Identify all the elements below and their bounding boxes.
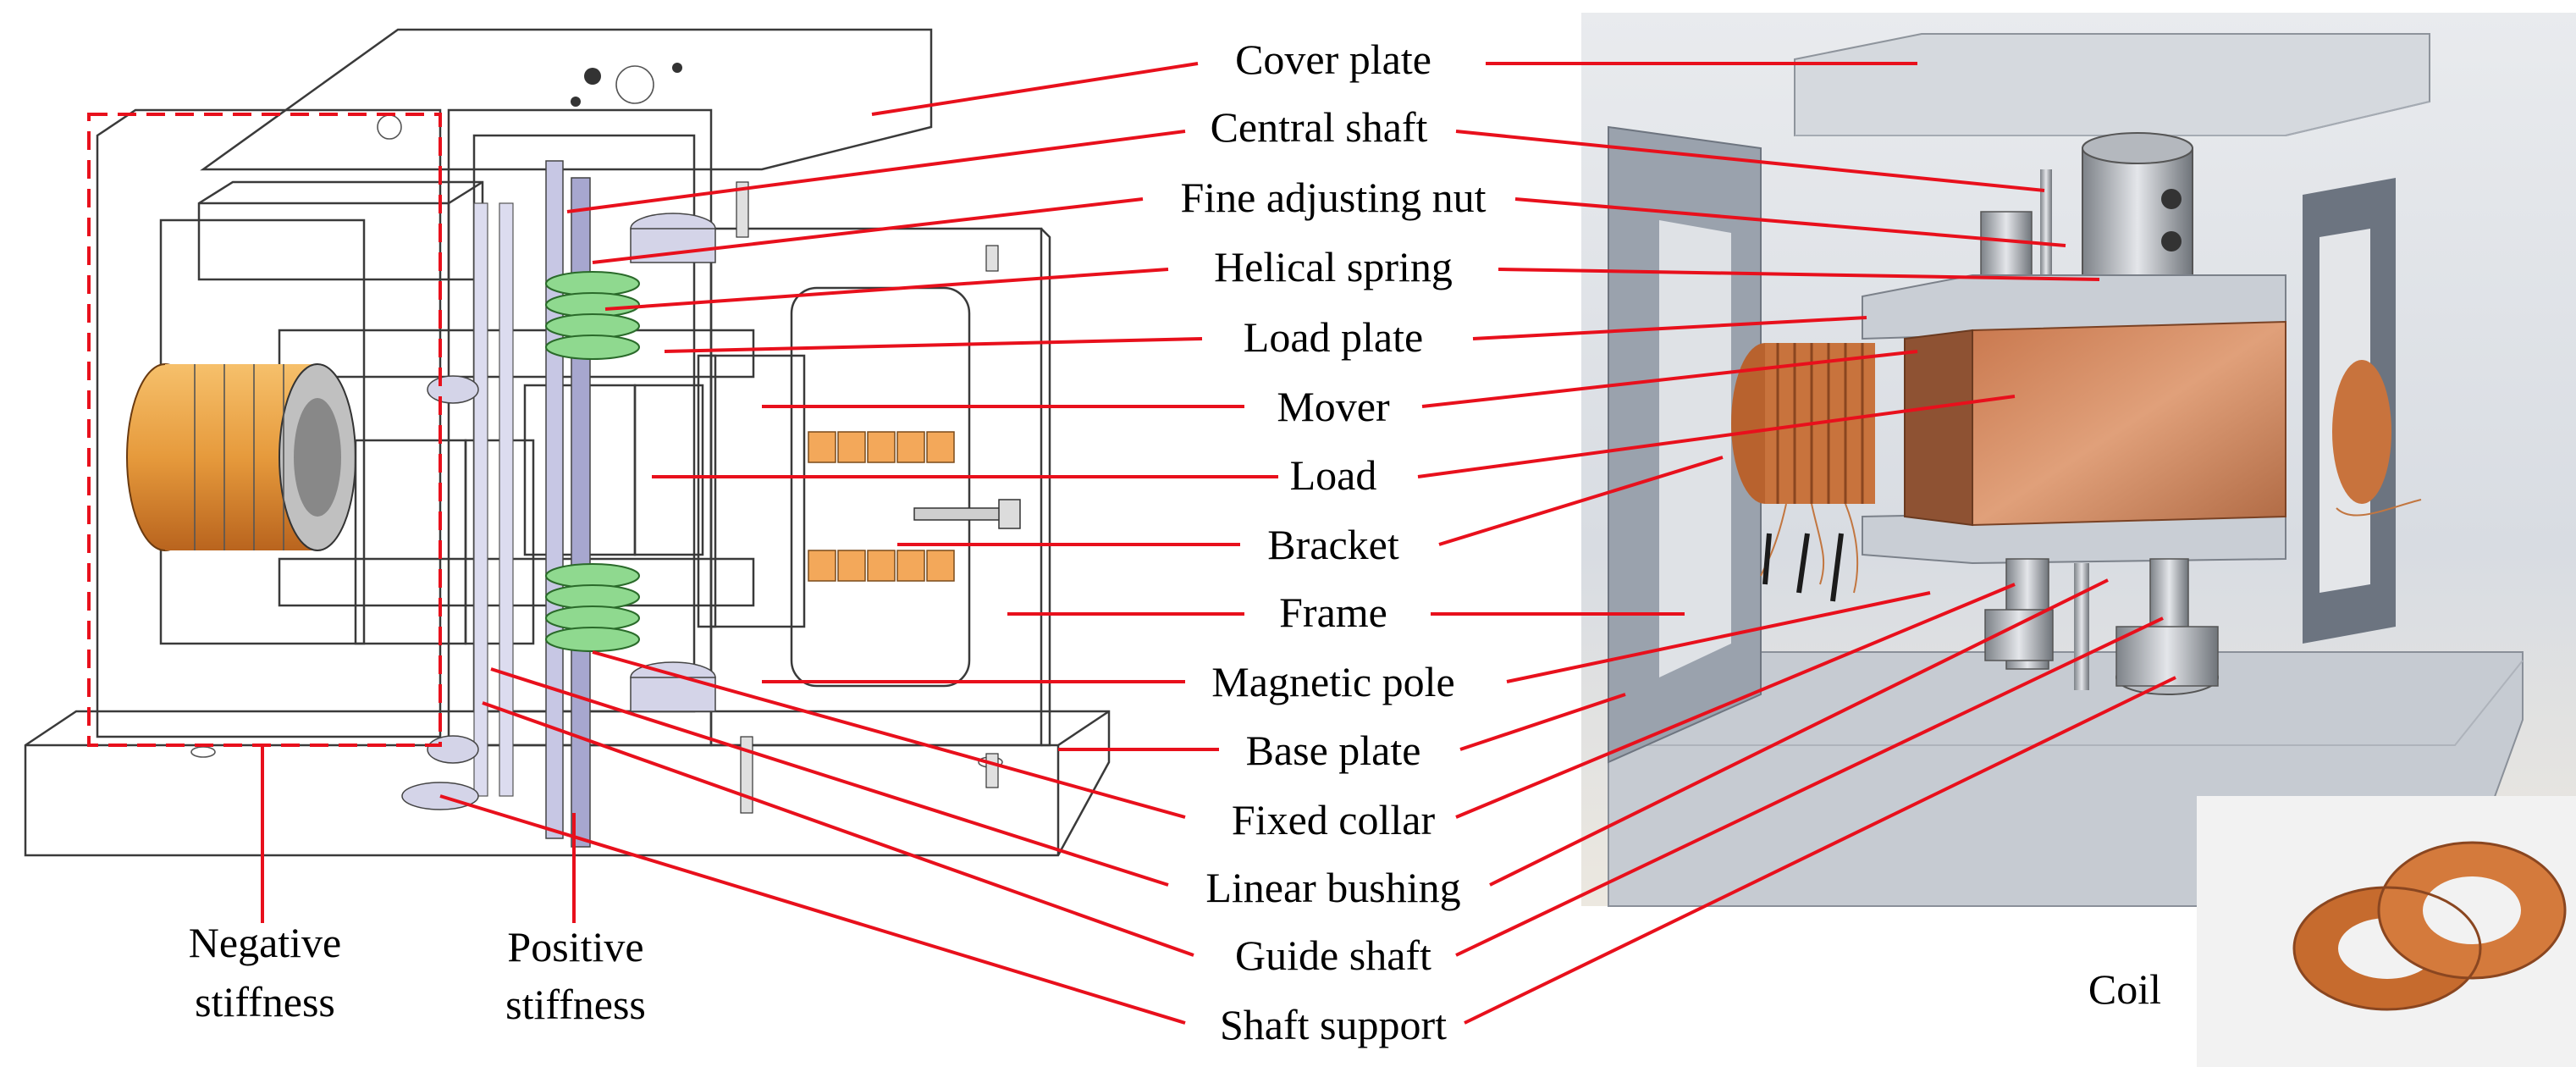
callout-labels: Cover plate Central shaft Fine adjusting… [1180, 36, 1486, 1048]
label-fine-adjusting-nut: Fine adjusting nut [1180, 174, 1486, 221]
negative-stiffness-line2: stiffness [195, 978, 335, 1026]
label-guide-shaft: Guide shaft [1235, 932, 1431, 979]
leader-lines [261, 62, 2176, 1025]
negative-stiffness-box [87, 113, 442, 747]
label-helical-spring: Helical spring [1214, 243, 1453, 290]
label-load: Load [1290, 451, 1377, 499]
label-frame: Frame [1279, 589, 1387, 636]
label-magnetic-pole: Magnetic pole [1211, 658, 1454, 705]
label-load-plate: Load plate [1244, 313, 1423, 361]
label-bracket: Bracket [1267, 521, 1399, 568]
label-cover-plate: Cover plate [1235, 36, 1431, 83]
positive-stiffness-line2: stiffness [505, 981, 646, 1028]
label-fixed-collar: Fixed collar [1232, 796, 1436, 843]
positive-stiffness-line1: Positive [507, 923, 643, 970]
stiffness-captions: Negative stiffness Positive stiffness [189, 919, 646, 1028]
magnet-row-drawing [808, 431, 955, 582]
negative-stiffness-line1: Negative [189, 919, 341, 966]
label-linear-bushing: Linear bushing [1205, 864, 1460, 911]
label-shaft-support: Shaft support [1220, 1001, 1447, 1048]
spring-drawing [545, 271, 640, 652]
label-base-plate: Base plate [1246, 727, 1421, 774]
label-central-shaft: Central shaft [1211, 103, 1428, 151]
coil-left-drawing [126, 363, 356, 551]
label-mover: Mover [1277, 383, 1390, 430]
prototype-photo [1581, 13, 2576, 907]
coil-label: Coil [2088, 965, 2161, 1013]
coil-inset: Coil [2088, 796, 2576, 1067]
